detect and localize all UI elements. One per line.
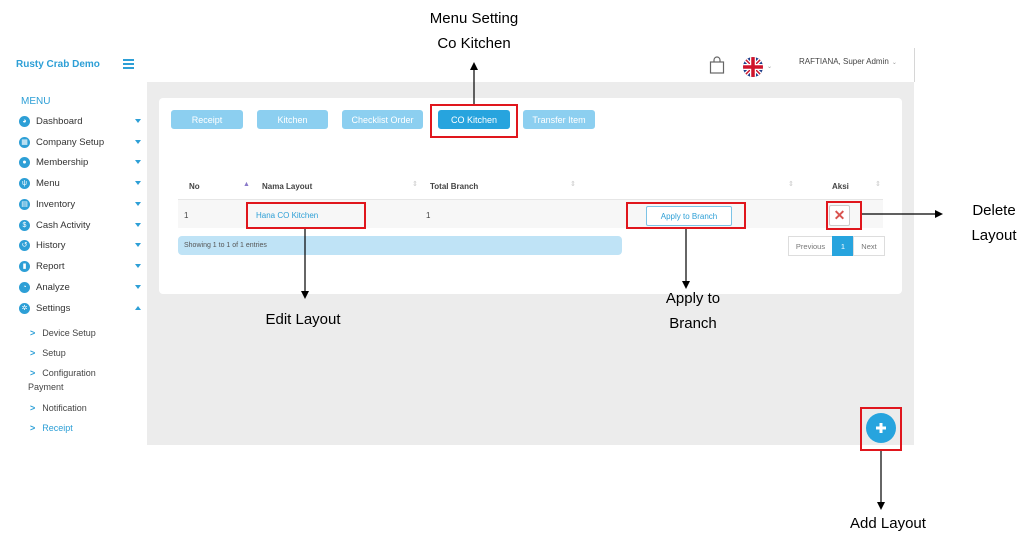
tab-co-kitchen[interactable]: CO Kitchen [438, 110, 510, 129]
sidebar-item-report[interactable]: ▮ Report [19, 257, 141, 275]
sidebar-subitem-notification[interactable]: >Notification [30, 403, 87, 413]
dashboard-icon: ◕ [19, 115, 30, 127]
annotation-delete-layout: Delete Layout [971, 202, 1017, 244]
users-icon: ● [19, 156, 30, 168]
chevron-down-icon [135, 223, 141, 227]
total-branch-value: 1 [426, 211, 431, 220]
tab-receipt[interactable]: Receipt [171, 110, 243, 129]
top-header: ⌄ RAFTIANA, Super Admin⌄ [147, 48, 915, 82]
dollar-icon: $ [19, 219, 30, 231]
tab-checklist-order[interactable]: Checklist Order [342, 110, 423, 129]
sidebar-item-analyze[interactable]: ◔ Analyze [19, 278, 141, 296]
sort-up-icon[interactable]: ▲ [243, 181, 250, 188]
brand-name: Rusty Crab Demo [16, 59, 100, 70]
chevron-right-icon: > [30, 328, 36, 338]
row-number: 1 [184, 211, 189, 220]
column-header-nama-layout[interactable]: Nama Layout [262, 182, 313, 191]
column-header-total-branch[interactable]: Total Branch [430, 182, 479, 191]
sidebar-item-history[interactable]: ↺ History [19, 236, 141, 254]
highlight-box-delete [826, 201, 862, 230]
close-icon: ✕ [833, 207, 846, 223]
layout-card: Receipt Kitchen Checklist Order CO Kitch… [159, 98, 902, 294]
sidebar-subitem-setup[interactable]: >Setup [30, 348, 66, 358]
language-chevron-down-icon[interactable]: ⌄ [767, 64, 773, 70]
sidebar-subitem-label-continuation: Payment [28, 382, 64, 392]
sort-icon[interactable]: ⇕ [875, 181, 881, 188]
building-icon: ▦ [19, 136, 30, 148]
pagination-page-button[interactable]: 1 [832, 236, 854, 256]
entries-info: Showing 1 to 1 of 1 entries [178, 236, 622, 255]
chevron-right-icon: > [30, 368, 36, 378]
pie-chart-icon: ◔ [19, 281, 30, 293]
pagination-previous-button[interactable]: Previous [788, 236, 833, 256]
sidebar-subitem-device-setup[interactable]: >Device Setup [30, 328, 96, 338]
chevron-down-icon [135, 119, 141, 123]
utensils-icon: ψ [19, 177, 30, 189]
sidebar-item-company-setup[interactable]: ▦ Company Setup [19, 133, 141, 151]
annotation-add-layout: Add Layout [850, 515, 926, 532]
user-name-label: RAFTIANA, Super Admin [799, 57, 889, 66]
shopping-bag-icon[interactable] [709, 56, 725, 74]
sidebar-subitem-receipt[interactable]: >Receipt [30, 423, 73, 433]
annotation-apply-branch: Apply to Branch [665, 290, 721, 332]
history-icon: ↺ [19, 239, 30, 251]
highlight-box-apply-branch [626, 202, 746, 229]
sort-icon[interactable]: ⇕ [788, 181, 794, 188]
annotation-edit-layout: Edit Layout [265, 311, 341, 328]
sidebar-subitem-configuration-payment[interactable]: >Configuration [30, 368, 96, 378]
column-header-aksi[interactable]: Aksi [832, 182, 849, 191]
sidebar-item-cash-activity[interactable]: $ Cash Activity [19, 216, 141, 234]
hamburger-menu-icon[interactable] [123, 59, 134, 71]
sort-icon[interactable]: ⇕ [570, 181, 576, 188]
chevron-right-icon: > [30, 423, 36, 433]
annotation-menu-setting: Menu Setting Co Kitchen [429, 10, 519, 52]
edit-layout-link[interactable]: Hana CO Kitchen [256, 211, 319, 220]
pagination-next-button[interactable]: Next [853, 236, 885, 256]
chevron-right-icon: > [30, 348, 36, 358]
chevron-down-icon [135, 264, 141, 268]
uk-flag-icon[interactable] [743, 57, 763, 77]
table-row: 1 Hana CO Kitchen 1 [178, 199, 883, 228]
sidebar-item-settings[interactable]: ✲ Settings [19, 299, 141, 317]
sidebar-item-membership[interactable]: ● Membership [19, 153, 141, 171]
column-header-no[interactable]: No [189, 182, 200, 191]
sort-icon[interactable]: ⇕ [412, 181, 418, 188]
tab-transfer-item[interactable]: Transfer Item [523, 110, 595, 129]
chevron-down-icon: ⌄ [891, 60, 897, 66]
chevron-down-icon [135, 181, 141, 185]
chevron-up-icon [135, 306, 141, 310]
plus-icon [876, 423, 886, 433]
highlight-box-co-kitchen-tab [430, 104, 518, 138]
user-menu[interactable]: RAFTIANA, Super Admin⌄ [799, 57, 897, 66]
sidebar-item-inventory[interactable]: ▤ Inventory [19, 195, 141, 213]
chevron-down-icon [135, 202, 141, 206]
menu-section-title: MENU [21, 96, 51, 107]
chevron-down-icon [135, 160, 141, 164]
inventory-icon: ▤ [19, 198, 30, 210]
chevron-right-icon: > [30, 403, 36, 413]
report-icon: ▮ [19, 260, 30, 272]
tab-kitchen[interactable]: Kitchen [257, 110, 328, 129]
highlight-box-edit-layout [246, 202, 366, 229]
add-layout-button[interactable] [866, 413, 896, 443]
gear-icon: ✲ [19, 302, 30, 314]
sidebar-item-menu[interactable]: ψ Menu [19, 174, 141, 192]
main-content: Receipt Kitchen Checklist Order CO Kitch… [147, 82, 914, 445]
sidebar: Rusty Crab Demo MENU ◕ Dashboard ▦ Compa… [0, 48, 147, 448]
chevron-down-icon [135, 243, 141, 247]
highlight-box-add-layout [860, 407, 902, 451]
delete-layout-button[interactable]: ✕ [829, 205, 850, 226]
sidebar-item-dashboard[interactable]: ◕ Dashboard [19, 112, 141, 130]
chevron-down-icon [135, 285, 141, 289]
chevron-down-icon [135, 140, 141, 144]
apply-to-branch-button[interactable]: Apply to Branch [646, 206, 732, 226]
